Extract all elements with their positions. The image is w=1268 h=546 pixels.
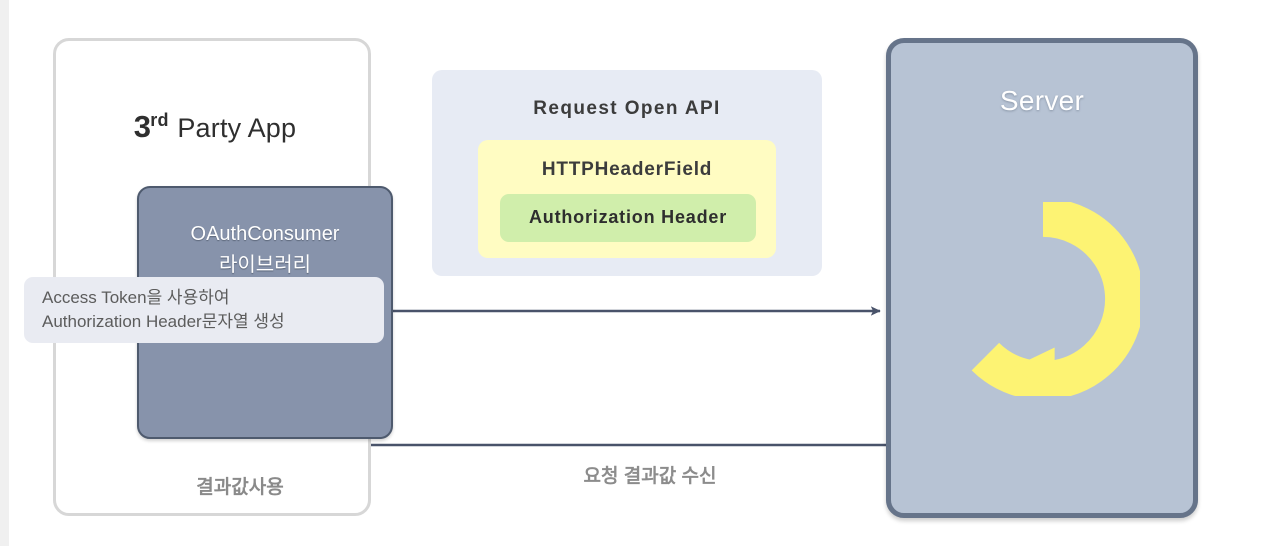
response-arrow-caption: 요청 결과값 수신 xyxy=(583,466,717,487)
app-title-rest: Party App xyxy=(169,113,297,143)
app-panel-title: 3rd Party App xyxy=(56,109,374,145)
oauth-consumer-line2: 라이브러리 xyxy=(219,254,311,276)
app-title-number: 3 xyxy=(133,109,152,144)
left-edge-strip xyxy=(0,0,9,546)
oauth-consumer-line1: OAuthConsumer xyxy=(190,223,340,245)
request-open-api-title: Request Open API xyxy=(533,98,721,119)
server-panel-title: Server xyxy=(999,85,1085,116)
server-panel: Server xyxy=(886,38,1198,518)
authorization-header-box: Authorization Header xyxy=(500,194,756,242)
http-header-field-box: HTTPHeaderField Authorization Header xyxy=(478,140,776,258)
result-usage-label: 결과값사용 xyxy=(196,477,284,498)
request-open-api-panel: Request Open API HTTPHeaderField Authori… xyxy=(432,70,822,276)
refresh-circular-arrow-icon xyxy=(971,202,1140,396)
authorization-header-label: Authorization Header xyxy=(528,207,727,227)
app-title-ordinal: rd xyxy=(150,110,169,130)
http-header-field-label: HTTPHeaderField xyxy=(541,159,713,180)
oauth-consumer-label: OAuthConsumer 라이브러리 xyxy=(139,219,391,281)
callout-line-1: Access Token을 사용하여 xyxy=(42,288,230,307)
callout-line-2: Authorization Header문자열 생성 xyxy=(42,312,285,331)
access-token-callout: Access Token을 사용하여 Authorization Header문… xyxy=(24,277,384,343)
